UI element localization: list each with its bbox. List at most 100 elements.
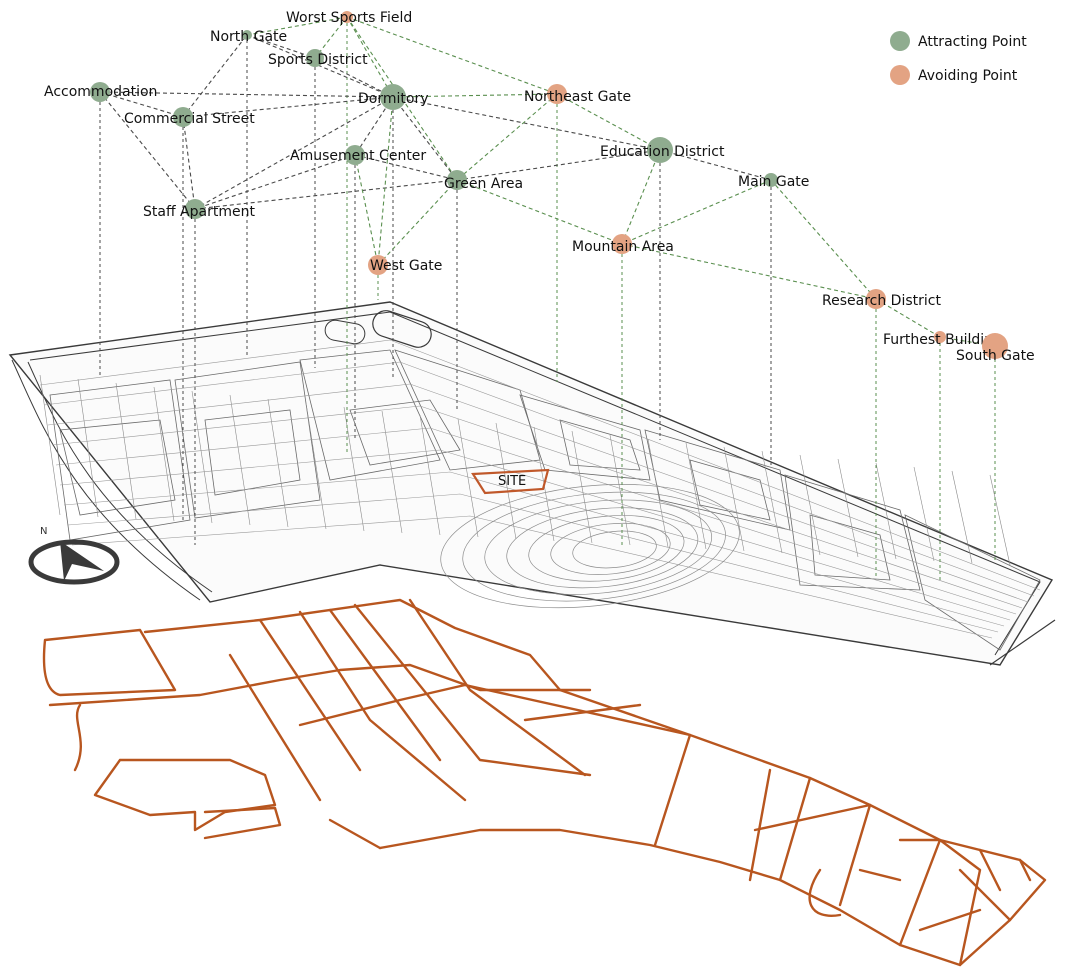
link-main-gate-mountain-area: [621, 179, 772, 245]
node-south-gate[interactable]: South Gate: [956, 333, 1035, 364]
road-segment: [653, 733, 692, 847]
node-main-gate[interactable]: Main Gate: [738, 173, 809, 190]
road-segment: [48, 663, 562, 707]
node-label-west-gate: West Gate: [370, 258, 442, 274]
link-northeast-gate-education-district: [556, 93, 661, 151]
road-segment: [918, 908, 982, 932]
road-segment: [228, 653, 322, 802]
attracting-point-marker: [242, 30, 252, 40]
attracting-point-marker: [90, 82, 110, 102]
map-street: [229, 394, 251, 526]
road-segment: [73, 703, 82, 772]
map-street: [571, 430, 593, 544]
node-furthest-building[interactable]: Furthest Building: [883, 331, 1002, 348]
map-street: [495, 422, 517, 540]
link-education-district-main-gate: [659, 149, 772, 181]
link-main-gate-research-district: [770, 179, 877, 300]
link-northeast-gate-dormitory: [392, 93, 558, 98]
road-segment: [938, 838, 982, 967]
link-research-district-furthest-building: [875, 298, 941, 338]
node-commercial-street[interactable]: Commercial Street: [124, 107, 255, 127]
road-segment: [93, 758, 277, 832]
road-segment: [958, 868, 1012, 922]
map-avenue: [47, 383, 1029, 603]
node-staff-apartment[interactable]: Staff Apartment: [143, 199, 255, 220]
link-mountain-area-research-district: [621, 243, 877, 300]
link-worst-sports-field-northeast-gate: [346, 16, 558, 95]
link-commercial-street-staff-apartment: [182, 116, 196, 210]
site-marker[interactable]: SITE: [471, 468, 550, 495]
node-label-amusement-center: Amusement Center: [290, 148, 426, 164]
map-street: [267, 398, 289, 528]
map-avenue: [43, 361, 1035, 597]
link-green-area-education-district: [456, 149, 661, 181]
node-label-accommodation: Accommodation: [44, 84, 157, 100]
avoiding-point-marker: [341, 11, 353, 23]
node-worst-sports-field[interactable]: Worst Sports Field: [286, 10, 412, 26]
map-street: [39, 374, 61, 516]
link-dormitory-green-area: [392, 96, 458, 181]
link-commercial-street-dormitory: [182, 96, 394, 118]
map-avenue: [67, 493, 999, 633]
link-dormitory-education-district: [392, 96, 661, 151]
road-segment: [463, 683, 692, 737]
mountain-contour: [506, 507, 699, 589]
node-sports-district[interactable]: Sports District: [268, 49, 368, 68]
map-street: [609, 434, 631, 546]
node-research-district[interactable]: Research District: [822, 289, 941, 309]
road-network: [42, 598, 1047, 967]
node-label-education-district: Education District: [600, 144, 725, 160]
running-track: [372, 310, 432, 348]
map-block: [299, 349, 441, 481]
link-northeast-gate-green-area: [456, 93, 558, 181]
attracting-point-marker: [173, 107, 193, 127]
link-dormitory-amusement-center: [354, 96, 394, 156]
map-block: [204, 409, 301, 496]
attracting-point-marker: [447, 170, 467, 190]
node-mountain-area[interactable]: Mountain Area: [572, 234, 674, 255]
node-green-area[interactable]: Green Area: [444, 170, 523, 192]
mountain-contour: [484, 499, 713, 595]
link-worst-sports-field-dormitory: [346, 16, 394, 98]
node-education-district[interactable]: Education District: [600, 137, 725, 163]
mountain-contour: [462, 491, 726, 602]
map-street: [685, 442, 707, 550]
link-sports-district-dormitory: [314, 57, 394, 98]
node-dormitory[interactable]: Dormitory: [358, 84, 428, 110]
road-segment: [328, 608, 442, 762]
legend-avoid-label: Avoiding Point: [918, 68, 1018, 84]
avoiding-point-marker: [934, 331, 946, 343]
east-boundary: [989, 619, 1056, 666]
avoiding-point-marker: [368, 255, 388, 275]
node-label-green-area: Green Area: [444, 176, 523, 192]
node-accommodation[interactable]: Accommodation: [44, 82, 157, 102]
link-dormitory-west-gate: [377, 96, 394, 266]
node-northeast-gate[interactable]: Northeast Gate: [524, 84, 631, 105]
map-avenue: [63, 471, 1005, 627]
map-avenue: [39, 339, 1041, 591]
link-furthest-building-south-gate: [939, 336, 996, 347]
road-segment: [1018, 858, 1032, 882]
map-street: [875, 462, 897, 560]
map-street: [951, 470, 973, 564]
map-block: [559, 419, 641, 471]
map-street: [723, 446, 745, 552]
node-label-northeast-gate: Northeast Gate: [524, 89, 631, 105]
map-block: [349, 399, 461, 466]
campus-outline: [8, 301, 1054, 666]
map-block: [784, 474, 921, 591]
node-north-gate[interactable]: North Gate: [210, 29, 287, 45]
road-segment: [808, 868, 842, 917]
node-amusement-center[interactable]: Amusement Center: [290, 145, 426, 165]
link-north-gate-sports-district: [246, 34, 316, 59]
link-north-gate-dormitory: [246, 34, 394, 98]
west-highway-inner: [27, 361, 213, 593]
node-label-commercial-street: Commercial Street: [124, 111, 255, 127]
attracting-point-marker: [345, 145, 365, 165]
road-segment: [978, 848, 1002, 892]
road-segment: [353, 603, 592, 777]
north-letter: N: [40, 526, 47, 537]
map-block: [59, 419, 176, 516]
map-street: [77, 378, 99, 518]
node-west-gate[interactable]: West Gate: [368, 255, 442, 275]
